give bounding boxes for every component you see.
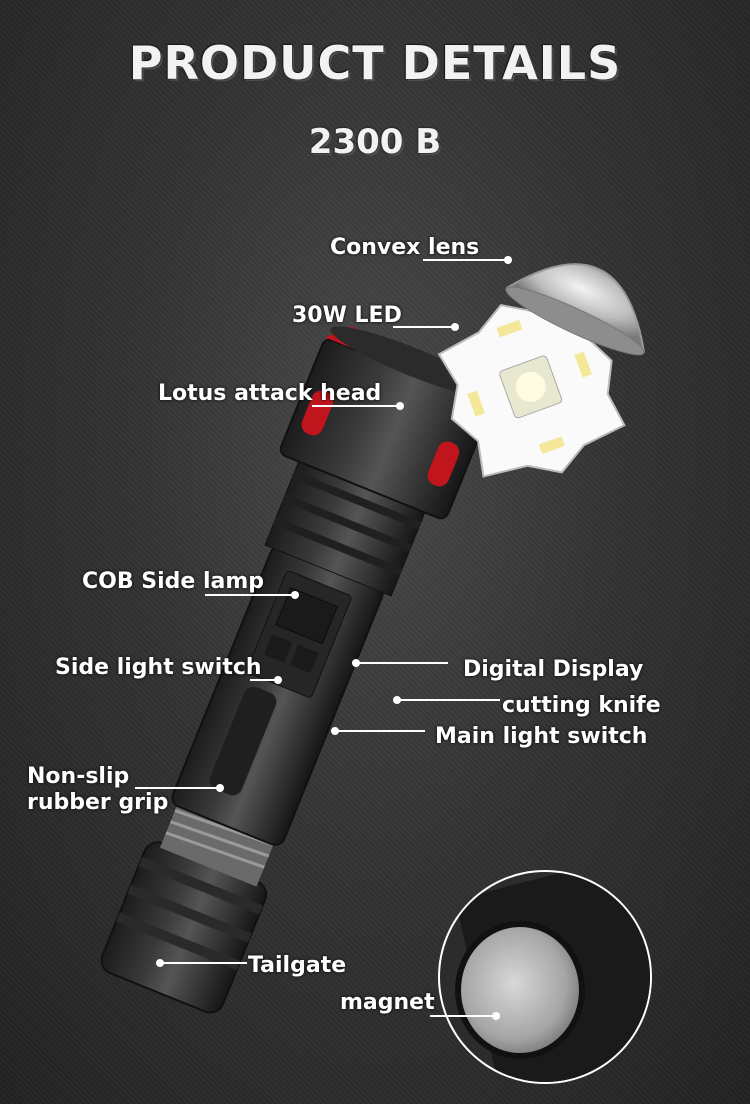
label-tailgate: Tailgate — [248, 953, 347, 978]
label-cob-side-lamp: COB Side lamp — [82, 569, 265, 594]
page-title: PRODUCT DETAILS — [128, 36, 622, 90]
magnet-detail-circle — [438, 870, 652, 1084]
label-30w-led: 30W LED — [292, 303, 402, 328]
led-star — [437, 301, 626, 478]
model-number: 2300 B — [308, 122, 442, 162]
leader-dots — [156, 256, 512, 1020]
label-grip-line2: rubber grip — [27, 790, 169, 815]
label-side-light-switch: Side light switch — [55, 655, 262, 680]
label-convex-lens: Convex lens — [330, 235, 480, 260]
convex-lens — [505, 263, 646, 356]
label-lotus-attack-head: Lotus attack head — [158, 381, 382, 406]
label-magnet: magnet — [340, 990, 435, 1015]
label-main-light-switch: Main light switch — [435, 724, 648, 749]
label-digital-display: Digital Display — [463, 657, 644, 682]
leader-lines — [135, 259, 508, 1017]
label-cutting-knife: cutting knife — [502, 693, 661, 718]
label-grip-line1: Non-slip — [27, 764, 130, 789]
